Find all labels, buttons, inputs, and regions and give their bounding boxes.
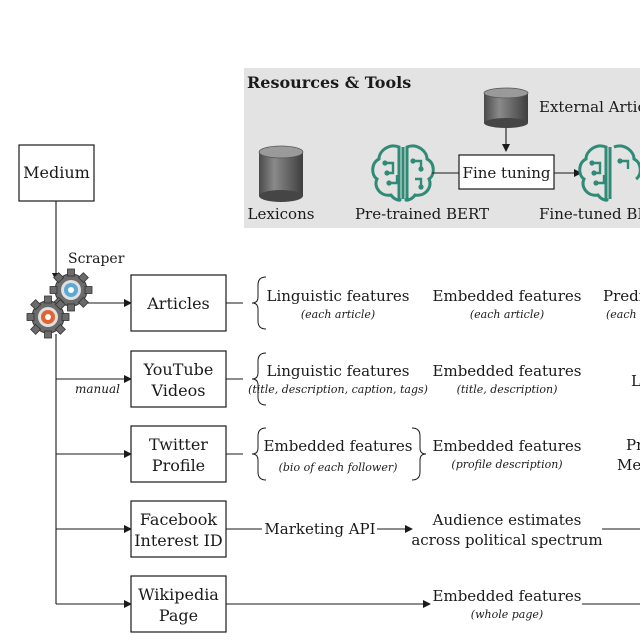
facebook-api-label: Marketing API <box>264 520 375 538</box>
articles-right-sub: (each a <box>606 308 640 321</box>
wikipedia-emb-label: Embedded features <box>433 587 582 605</box>
articles-left-brace <box>251 276 267 330</box>
lexicons-label: Lexicons <box>248 205 315 223</box>
wikipedia-emb-sub: (whole page) <box>471 608 543 621</box>
youtube-box <box>130 350 227 408</box>
articles-right-label: Predi <box>603 287 640 305</box>
articles-box <box>130 274 227 332</box>
youtube-label-line2: Videos <box>151 381 206 400</box>
medium-box <box>18 144 95 202</box>
scraper-label: Scraper <box>68 251 125 267</box>
twitter-right-brace <box>411 427 427 481</box>
twitter-right-label2: Met <box>617 456 640 474</box>
youtube-ling-label: Linguistic features <box>267 362 410 380</box>
facebook-box <box>130 500 227 558</box>
youtube-emb-label: Embedded features <box>433 362 582 380</box>
manual-label: manual <box>75 382 120 396</box>
twitter-label-line1: Twitter <box>149 435 208 454</box>
facebook-audience-line1: Audience estimates <box>432 511 582 529</box>
articles-label: Articles <box>146 294 210 313</box>
twitter-left-brace <box>251 427 267 481</box>
external-articles-label: External Articl <box>539 98 640 116</box>
facebook-label-line1: Facebook <box>140 510 217 529</box>
youtube-label-line1: YouTube <box>143 360 214 379</box>
fine-tuning-label: Fine tuning <box>463 164 551 182</box>
youtube-emb-sub: (title, description) <box>457 383 558 396</box>
pretrained-bert-brain-icon <box>371 144 435 202</box>
articles-ling-label: Linguistic features <box>267 287 410 305</box>
twitter-emb1-sub: (bio of each follower) <box>279 461 398 474</box>
scraper-gears-icon <box>26 268 93 339</box>
articles-emb-label: Embedded features <box>433 287 582 305</box>
twitter-emb1-label: Embedded features <box>264 437 413 455</box>
medium-label: Medium <box>23 163 90 182</box>
youtube-ling-sub: (title, description, caption, tags) <box>248 383 428 396</box>
twitter-emb2-sub: (profile description) <box>451 458 562 471</box>
lexicons-database-icon <box>258 145 304 202</box>
resources-title: Resources & Tools <box>247 73 411 92</box>
wikipedia-label-line2: Page <box>159 606 198 625</box>
articles-ling-sub: (each article) <box>301 308 375 321</box>
wikipedia-label-line1: Wikipedia <box>138 585 219 604</box>
fine-tuning-box <box>458 154 555 190</box>
finetuned-bert-label: Fine-tuned BER <box>539 205 640 223</box>
twitter-emb2-label: Embedded features <box>433 437 582 455</box>
facebook-label-line2: Interest ID <box>134 531 223 550</box>
twitter-right-label1: Pr <box>626 436 640 454</box>
wikipedia-box <box>130 575 227 633</box>
twitter-box <box>130 425 227 483</box>
external-articles-database-icon <box>483 87 529 128</box>
youtube-left-brace <box>251 352 267 406</box>
pretrained-bert-label: Pre-trained BERT <box>355 205 489 223</box>
facebook-audience-line2: across political spectrum <box>411 531 602 549</box>
resources-panel <box>244 68 640 228</box>
articles-emb-sub: (each article) <box>470 308 544 321</box>
twitter-label-line2: Profile <box>152 456 205 475</box>
youtube-right-label: L <box>631 372 640 390</box>
